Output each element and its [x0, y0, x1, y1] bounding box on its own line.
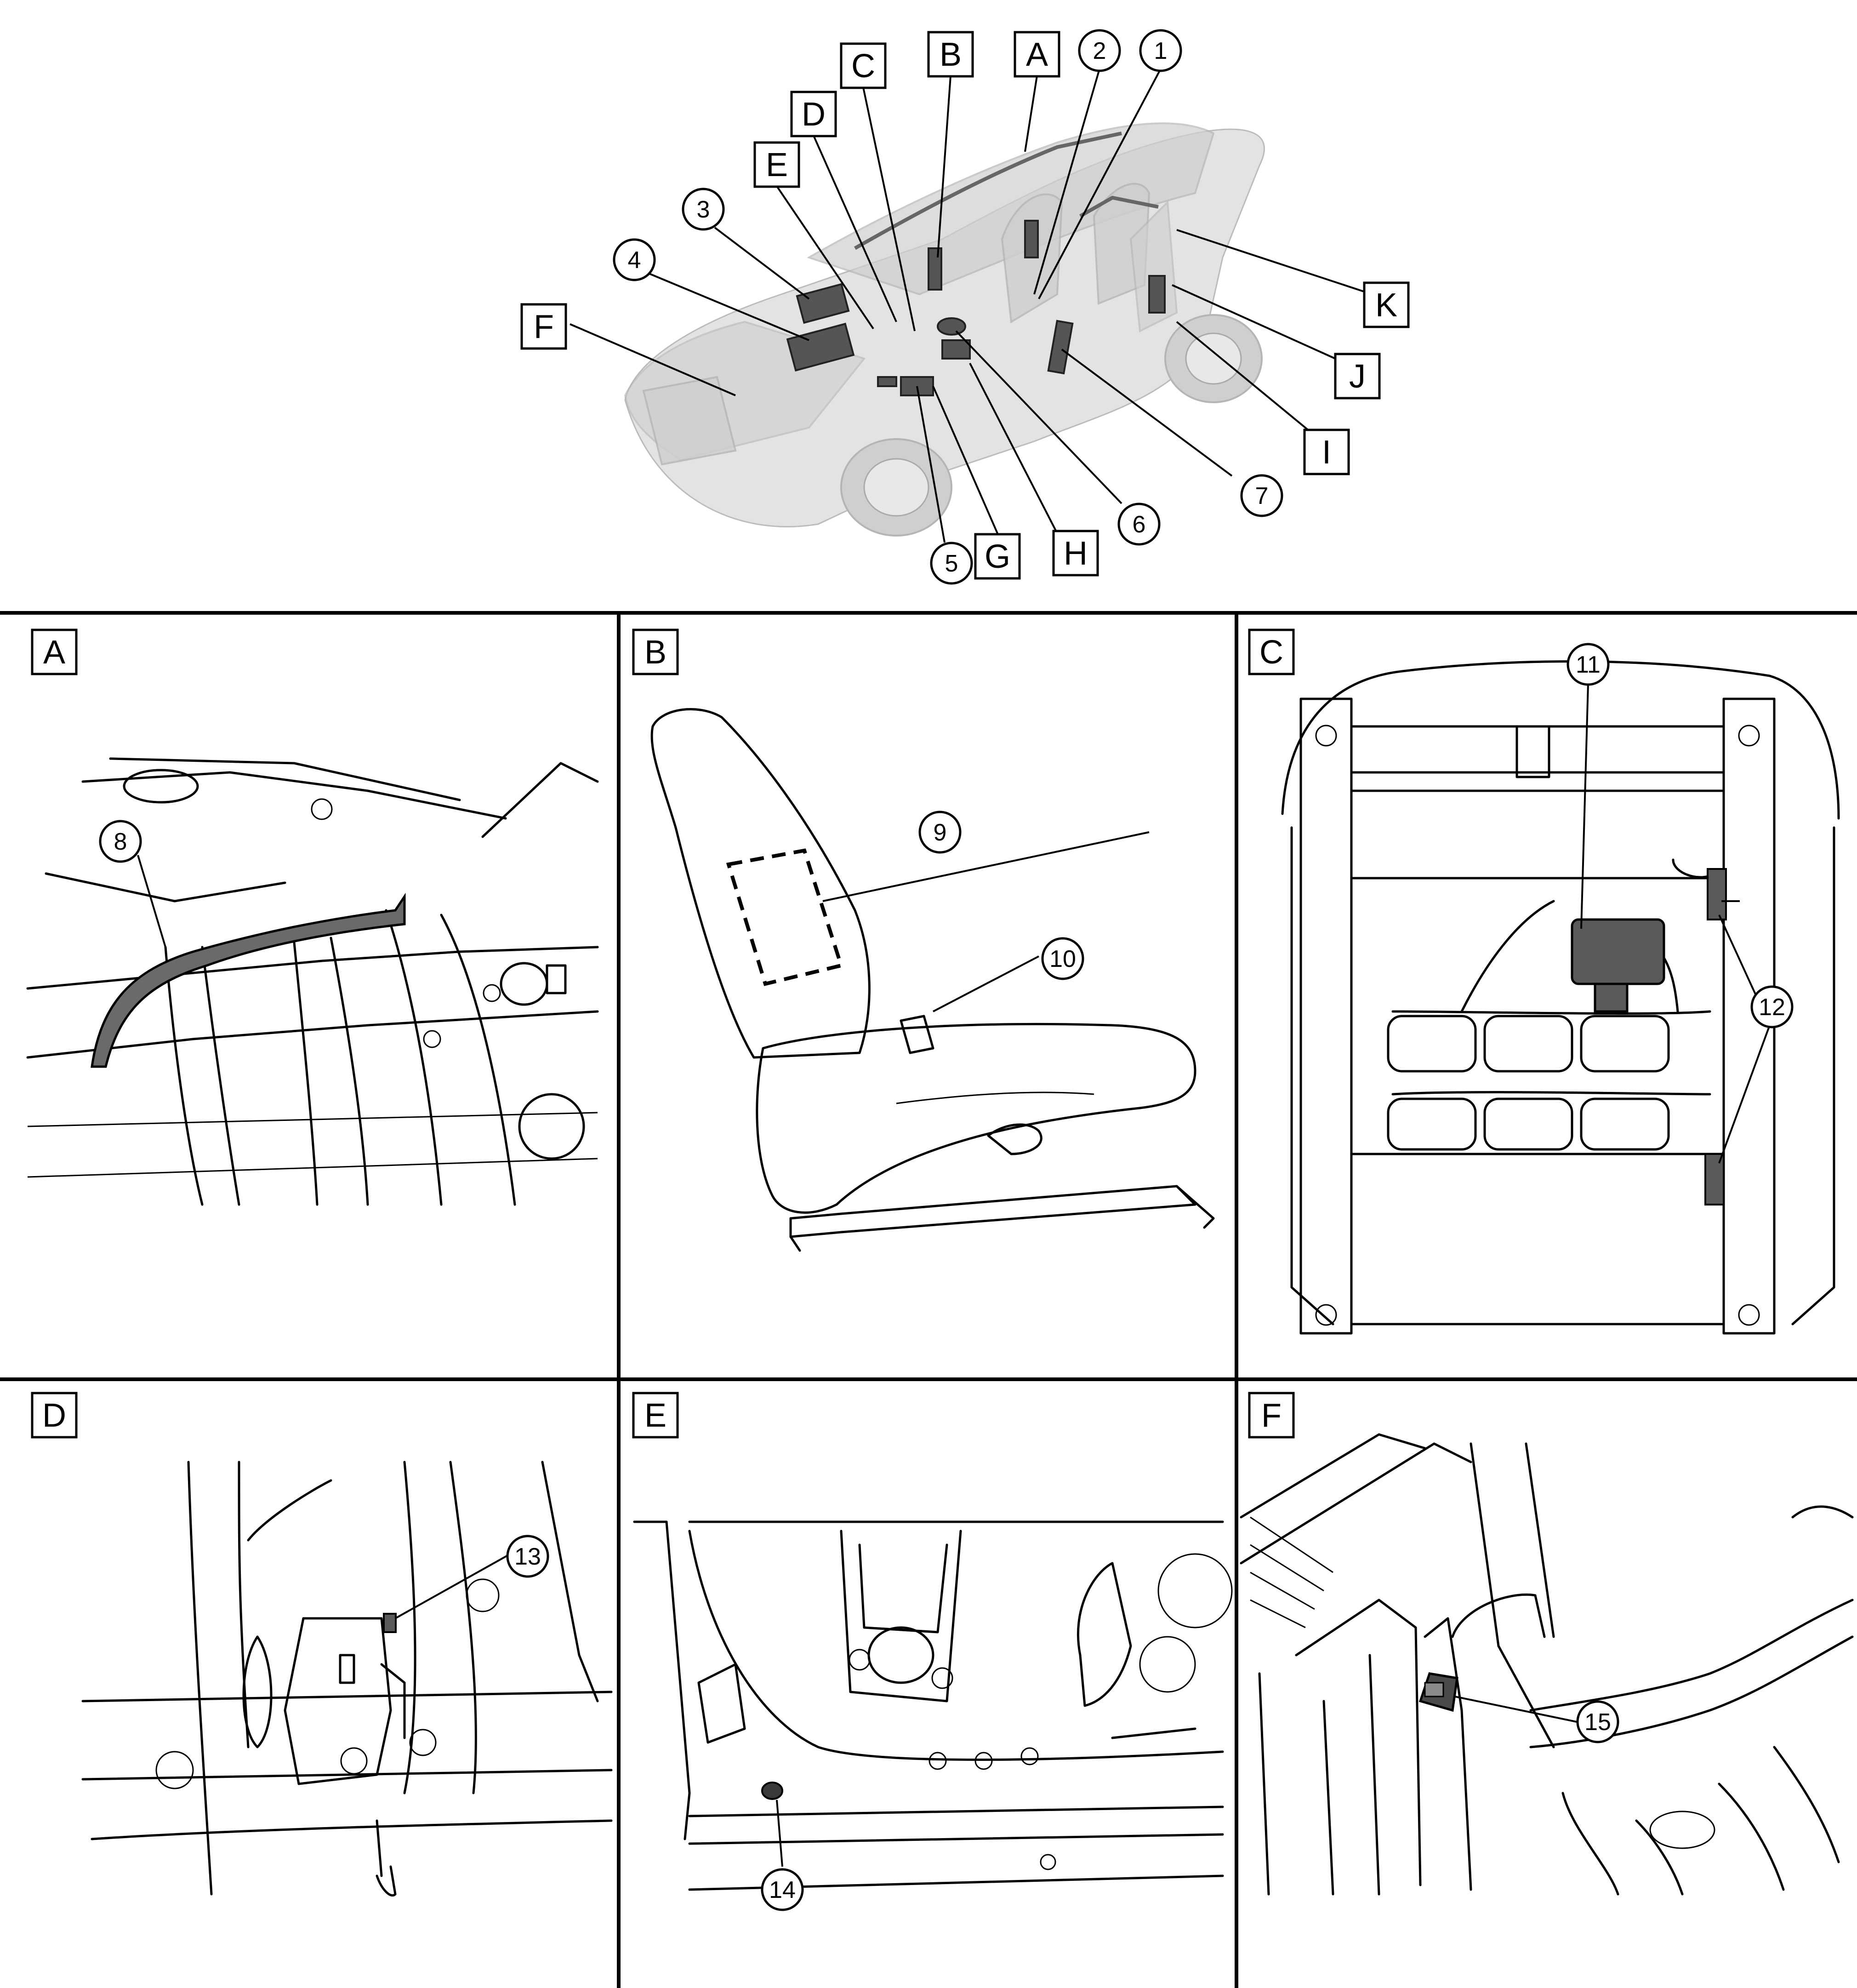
panel-d-label: D: [31, 1392, 78, 1439]
overview-callout-k: K: [1363, 281, 1410, 328]
svg-text:C: C: [1259, 634, 1283, 671]
overview-number-callouts: 1 2 3 4 5 6 7: [613, 29, 1283, 585]
panel-f-label: F: [1248, 1392, 1295, 1439]
svg-text:5: 5: [945, 550, 958, 577]
panel-f-illustration: [1240, 1433, 1854, 1896]
svg-text:7: 7: [1255, 483, 1269, 509]
svg-text:3: 3: [697, 196, 710, 223]
svg-text:I: I: [1322, 434, 1331, 471]
panel-f: F: [1240, 1392, 1854, 1896]
panel-f-callout-15: 15: [1576, 1700, 1619, 1743]
overview-callout-1: 1: [1139, 29, 1182, 72]
overview-callout-2: 2: [1078, 29, 1121, 72]
svg-text:G: G: [985, 538, 1010, 575]
svg-text:A: A: [43, 634, 65, 671]
overview-callout-h: H: [1052, 530, 1099, 577]
detail-panel-grid: [0, 611, 1857, 1988]
svg-text:9: 9: [934, 819, 947, 846]
overview-callout-7: 7: [1240, 474, 1283, 517]
svg-text:E: E: [766, 147, 788, 183]
overview-callout-d: D: [790, 91, 837, 137]
panel-b: B 9 10: [632, 628, 1215, 1252]
svg-text:4: 4: [628, 247, 641, 274]
svg-text:B: B: [644, 634, 666, 671]
panel-e-illustration: [633, 1520, 1233, 1891]
svg-text:E: E: [644, 1397, 666, 1434]
overview-callout-a: A: [1014, 31, 1060, 78]
overview-leader-lines: [570, 69, 1366, 543]
overview-callout-c: C: [840, 42, 887, 89]
overview-callout-g: G: [974, 533, 1021, 580]
svg-text:J: J: [1349, 358, 1366, 395]
panel-d: D 13: [31, 1392, 613, 1897]
svg-text:A: A: [1026, 36, 1048, 73]
svg-text:6: 6: [1133, 511, 1146, 538]
panel-e-callout-14: 14: [761, 1868, 804, 1911]
svg-text:D: D: [42, 1397, 66, 1434]
panel-d-illustration: [81, 1461, 613, 1897]
panel-e-label: E: [632, 1392, 679, 1439]
panel-a-label: A: [31, 628, 78, 675]
panel-c: C: [1248, 628, 1840, 1335]
vehicle-ghost-illustration: [624, 122, 1265, 537]
overview-callout-b: B: [927, 31, 974, 78]
vehicle-overview: A B C D E F G: [520, 29, 1410, 585]
overview-callout-j: J: [1334, 353, 1381, 400]
panel-b-seat-illustration: [650, 708, 1215, 1252]
panel-d-callout-13: 13: [506, 1535, 549, 1578]
overview-callout-4: 4: [613, 238, 656, 281]
overview-callout-i: I: [1303, 428, 1350, 475]
panel-b-callout-9: 9: [918, 811, 962, 854]
svg-text:15: 15: [1584, 1709, 1611, 1736]
overview-callout-6: 6: [1117, 503, 1161, 546]
svg-text:10: 10: [1049, 946, 1076, 972]
panel-c-callout-12: 12: [1750, 985, 1794, 1028]
svg-text:1: 1: [1154, 38, 1168, 64]
overview-callout-e: E: [753, 141, 800, 188]
panel-e: E 14: [632, 1392, 1233, 1911]
svg-text:D: D: [802, 96, 826, 133]
overview-callout-3: 3: [682, 188, 725, 231]
svg-text:C: C: [851, 48, 875, 85]
panel-a-callout-8: 8: [99, 820, 142, 863]
svg-text:12: 12: [1759, 994, 1785, 1021]
overview-letter-callouts: A B C D E F G: [520, 31, 1410, 580]
panel-c-callout-11: 11: [1566, 643, 1610, 686]
overview-callout-5: 5: [930, 542, 973, 585]
svg-text:13: 13: [514, 1543, 541, 1570]
panel-b-callout-10: 10: [1041, 937, 1084, 980]
panel-b-label: B: [632, 628, 679, 675]
svg-text:K: K: [1375, 287, 1397, 324]
overview-callout-f: F: [520, 303, 567, 350]
svg-text:2: 2: [1093, 38, 1106, 64]
svg-text:F: F: [534, 308, 554, 345]
svg-text:B: B: [940, 36, 962, 73]
svg-text:11: 11: [1576, 651, 1601, 678]
svg-text:F: F: [1261, 1397, 1282, 1434]
panel-a: A 8: [26, 628, 599, 1206]
panel-a-illustration: [26, 757, 599, 1206]
panel-c-label: C: [1248, 628, 1295, 675]
svg-text:8: 8: [114, 828, 127, 855]
svg-text:H: H: [1064, 535, 1088, 572]
svg-text:14: 14: [769, 1877, 796, 1903]
